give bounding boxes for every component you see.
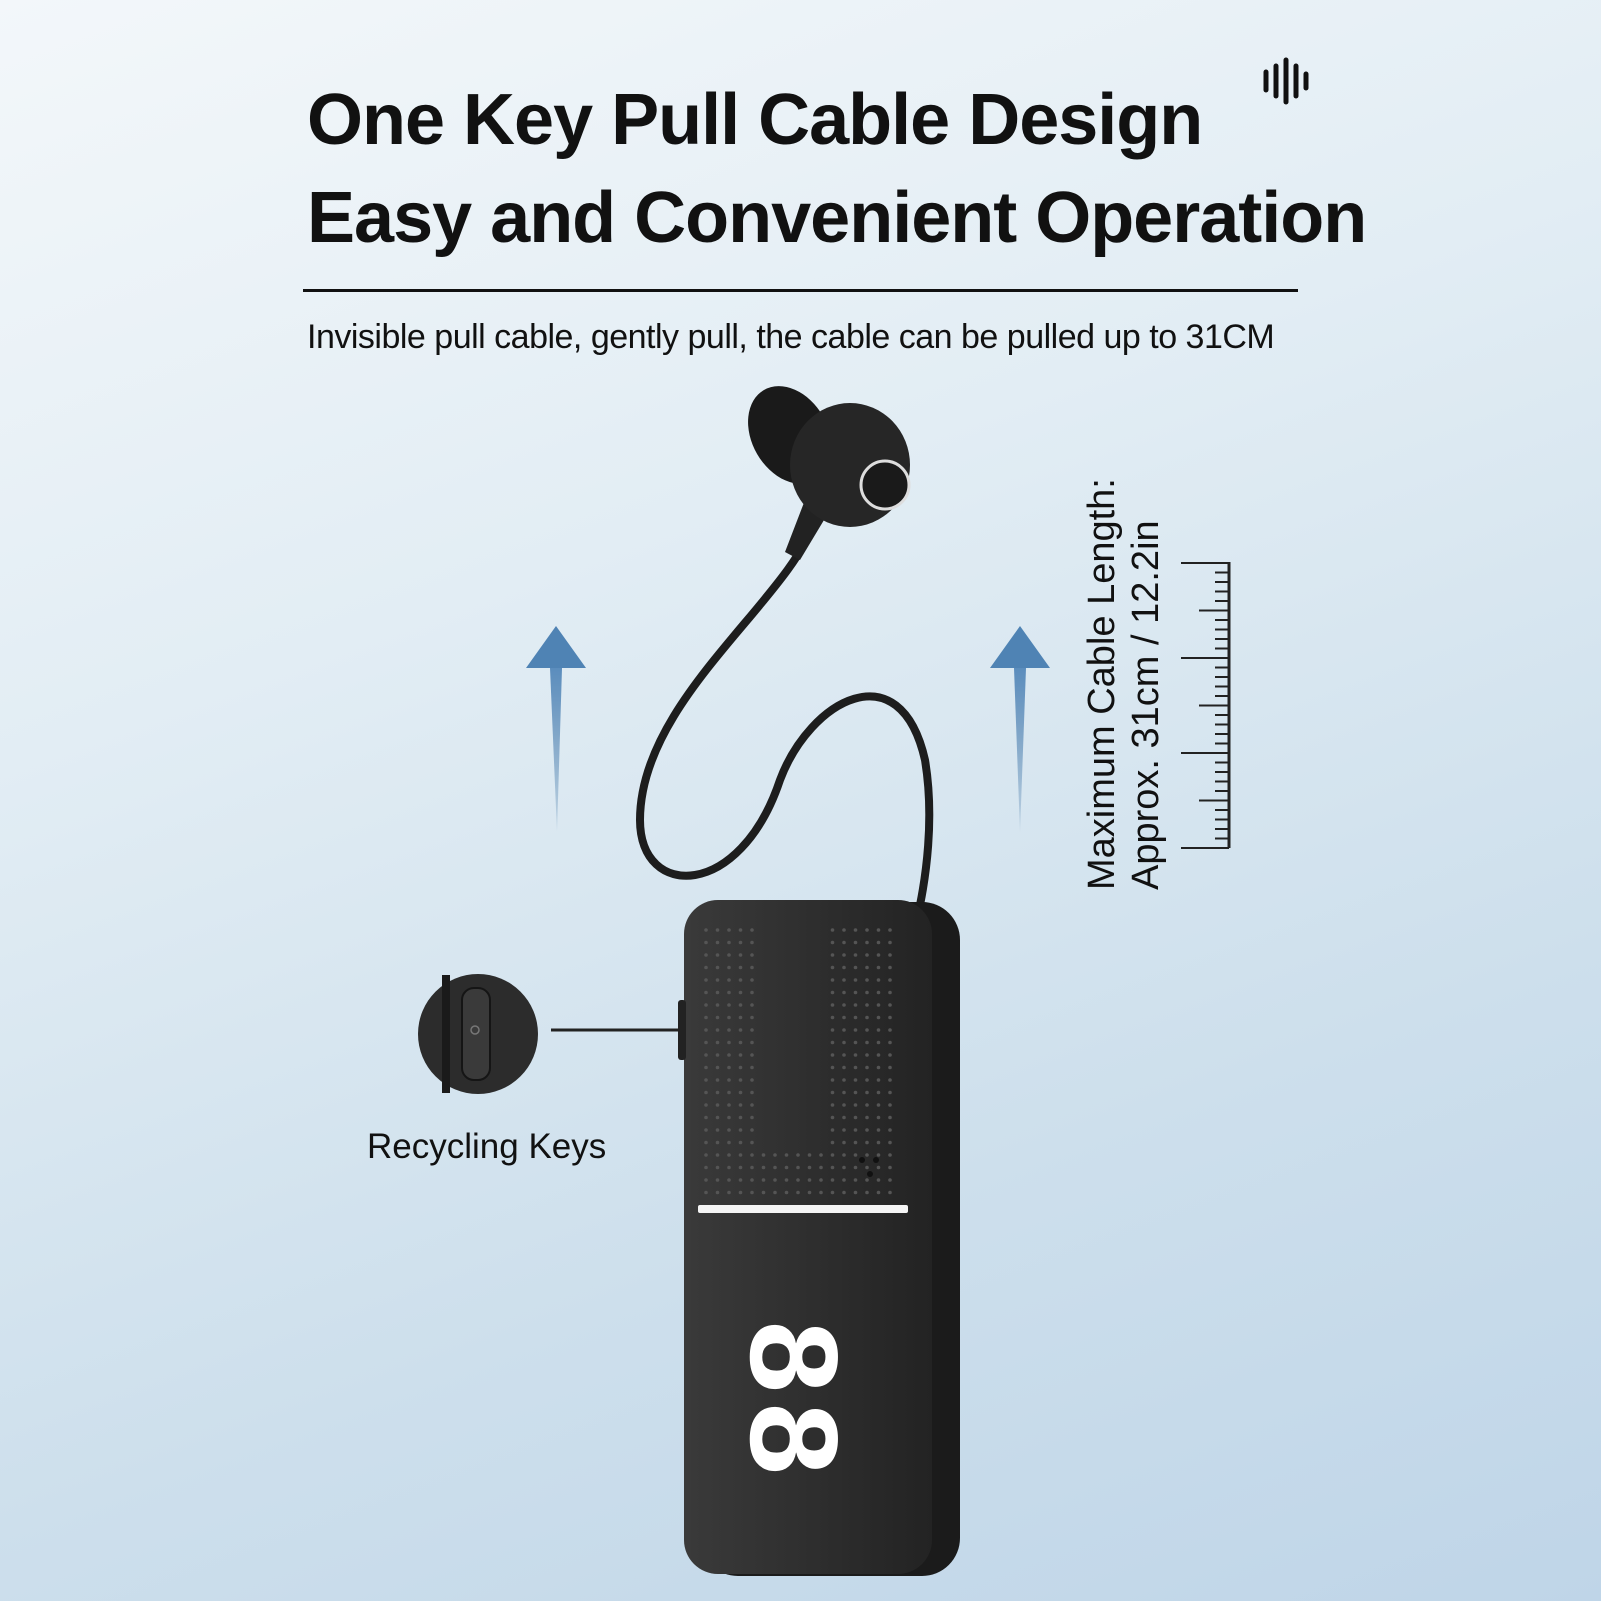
up-arrow-icon (526, 626, 586, 832)
recycling-key-closeup (418, 974, 538, 1094)
earbud (748, 386, 911, 560)
divider (303, 289, 1298, 292)
recorder-device: (function(){ const g=document.currentScr… (678, 900, 960, 1576)
cable-length-line1: Maximum Cable Length: (1081, 478, 1123, 890)
recycling-keys-label: Recycling Keys (367, 1127, 607, 1166)
cable-length-label: Maximum Cable Length: Approx. 31cm / 12.… (1080, 478, 1168, 890)
digital-display: 88 (711, 1318, 858, 1482)
speaker-grille: (function(){ const g=document.currentScr… (704, 928, 892, 1195)
cable-length-line2: Approx. 31cm / 12.2in (1125, 520, 1167, 890)
headline-line1: One Key Pull Cable Design (307, 80, 1203, 160)
subtitle: Invisible pull cable, gently pull, the c… (307, 318, 1275, 356)
cable (635, 516, 934, 909)
sound-wave-icon (1263, 57, 1309, 105)
headline-line2: Easy and Convenient Operation (307, 178, 1367, 258)
up-arrow-icon (990, 626, 1050, 832)
ruler-icon: (function(){ const g=document.currentScr… (1181, 562, 1231, 849)
